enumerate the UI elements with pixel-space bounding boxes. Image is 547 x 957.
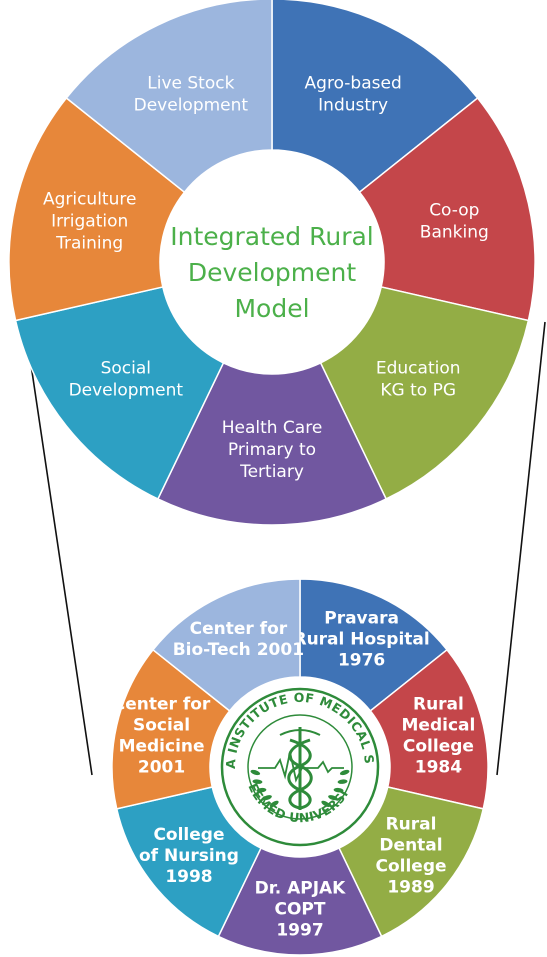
segment-label-line: Development [69, 381, 184, 401]
segment [14, 286, 225, 500]
segment-label-line: Irrigation [51, 211, 128, 231]
segment-label-line: Agro-based [305, 73, 402, 93]
segment-label-line: Industry [318, 95, 388, 115]
segment-label-line: College [375, 857, 446, 877]
segment-label-line: Live Stock [147, 73, 234, 93]
segment-label-line: Agriculture [43, 189, 137, 209]
segment-label-line: Social [133, 716, 190, 736]
segment-label-line: Dr. APJAK [255, 879, 347, 899]
segment-label-line: COPT [275, 900, 326, 920]
segment-label-line: College [403, 737, 474, 757]
segment-label-line: 1997 [276, 921, 323, 941]
segment-label-line: Primary to [228, 440, 316, 460]
segment-label-line: Rural [413, 695, 464, 715]
laurel-icon [250, 769, 350, 808]
segment-label-line: College [153, 825, 224, 845]
segment-label-line: 1976 [338, 651, 385, 671]
segment-label-line: Education [376, 359, 461, 379]
segment-label-line: Bio-Tech 2001 [173, 640, 304, 660]
segment-label-line: of Nursing [139, 846, 239, 866]
segment-label-line: 1984 [415, 758, 462, 778]
segment [319, 286, 530, 500]
segment-label-line: 2001 [138, 758, 185, 778]
right-connector-line [496, 321, 546, 776]
segment-label-line: Training [55, 233, 123, 253]
segment-label-line: Development [134, 95, 249, 115]
segment-label-line: 1998 [165, 867, 212, 887]
segment-label-line: Center for [113, 695, 211, 715]
segment-label-line: Medicine [119, 737, 205, 757]
segment-label-line: Center for [190, 619, 288, 639]
segment-label-line: Pravara [324, 609, 399, 629]
segment-label-line: 1989 [387, 878, 434, 898]
center-title-line: Model [234, 294, 309, 323]
segment-label-line: Rural Hospital [293, 630, 429, 650]
segment-label-line: Rural [386, 815, 437, 835]
segment-label-line: Medical [402, 716, 476, 736]
center-title-line: Development [188, 258, 356, 287]
segment-label-line: Co-op [429, 200, 479, 220]
segment [156, 361, 388, 526]
segment-label-line: KG to PG [380, 381, 456, 401]
segment-label-line: Health Care [222, 418, 323, 438]
segment-label-line: Tertiary [239, 462, 304, 482]
ecg-line-icon [258, 751, 344, 783]
segment-label-line: Social [101, 359, 151, 379]
segment-label-line: Dental [379, 836, 442, 856]
segment-label-line: Banking [420, 222, 489, 242]
center-title-line: Integrated Rural [170, 222, 374, 251]
center-circle [160, 150, 384, 374]
